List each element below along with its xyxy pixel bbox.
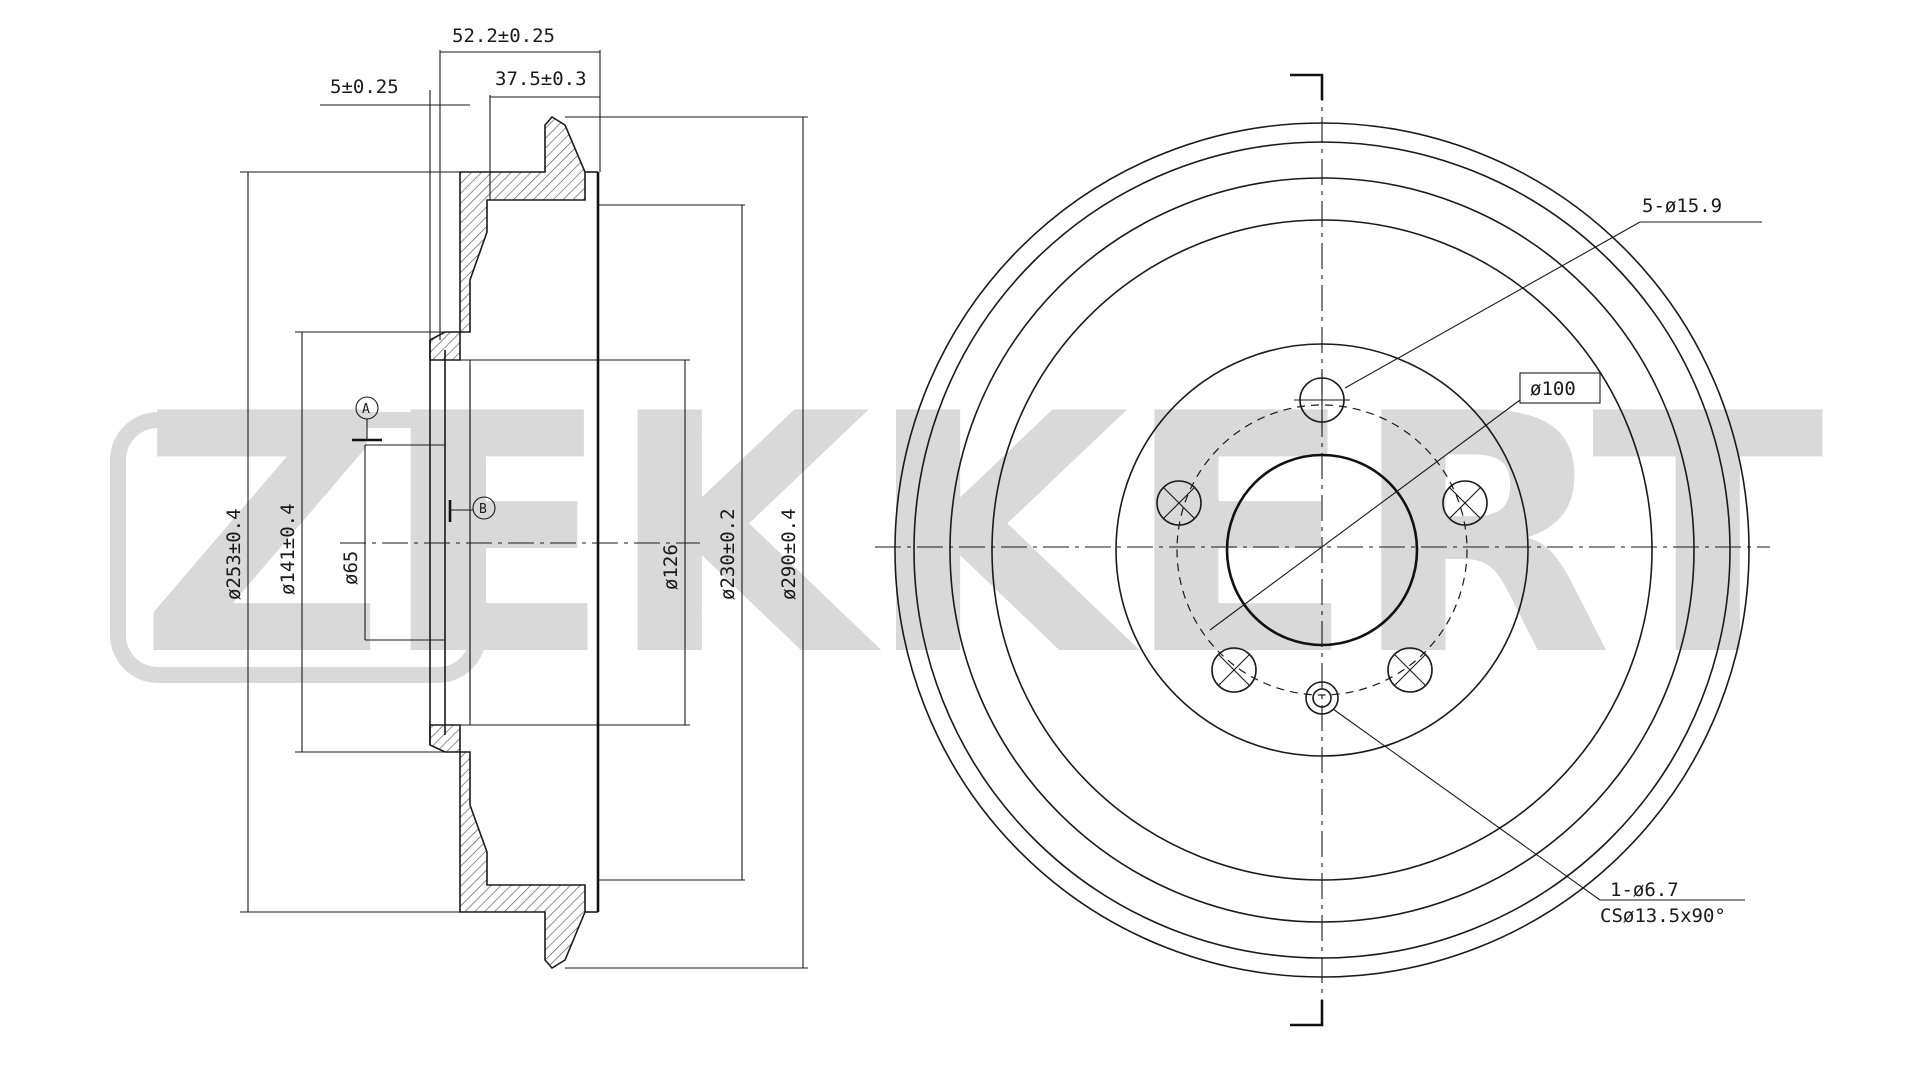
dim-d141: ø141±0.4 [277, 503, 299, 595]
callout-pitch-circle-box [1519, 372, 1601, 404]
datum-b-circle [472, 496, 496, 520]
drum-section-lower [429, 724, 586, 970]
side-section-view: 52.2±0.25 5±0.25 37.5±0.3 ø253±0.4 ø141±… [223, 25, 808, 970]
dim-d290: ø290±0.4 [778, 508, 800, 600]
leader-threaded-hole [1332, 708, 1601, 901]
dim-d126: ø126 [660, 544, 682, 590]
dim-d65: ø65 [340, 551, 362, 585]
datum-a-label: A [362, 402, 370, 417]
section-mark-top [1290, 73, 1324, 100]
callout-threaded-hole-2: CSø13.5x90° [1600, 905, 1726, 927]
leader-bolt-holes [1344, 221, 1641, 389]
watermark: ZEKKERT [110, 344, 1832, 728]
datum-b-label: B [479, 502, 487, 517]
drum-section-upper [429, 115, 586, 361]
bolt-hole [1442, 480, 1488, 526]
dim-d230: ø230±0.2 [717, 508, 739, 600]
bolt-hole [1156, 480, 1202, 526]
callout-threaded-hole-1: 1-ø6.7 [1610, 879, 1679, 901]
bolt-hole [1211, 647, 1257, 693]
bolt-hole [1387, 647, 1433, 693]
front-view: 5-ø15.9 ø100 1-ø6.7 CSø13.5x90° [875, 73, 1770, 1027]
watermark-brand: ZEKKERT [138, 344, 1826, 728]
callout-bolt-holes: 5-ø15.9 [1642, 195, 1722, 217]
dim-drum-depth: 37.5±0.3 [495, 68, 587, 90]
leader-pitch-circle [1209, 399, 1521, 631]
callout-pitch-circle: ø100 [1530, 378, 1576, 400]
section-mark-bottom [1290, 1000, 1324, 1027]
dim-d253: ø253±0.4 [223, 508, 245, 600]
dim-flange-thickness: 5±0.25 [330, 76, 399, 98]
dim-overall-width: 52.2±0.25 [452, 25, 555, 47]
